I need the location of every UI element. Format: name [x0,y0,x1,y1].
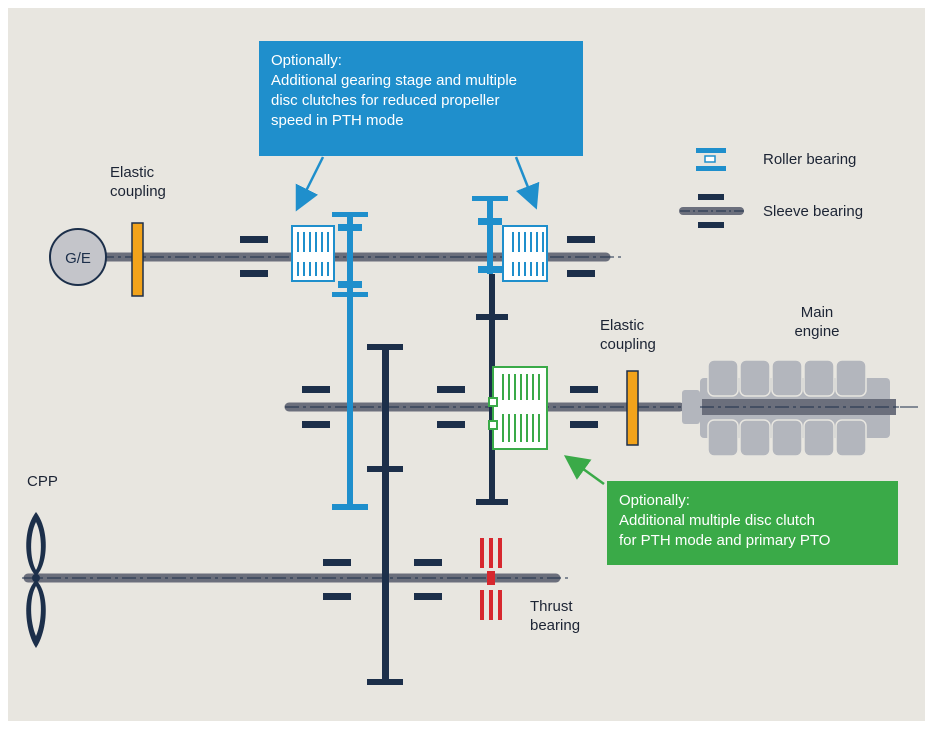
top-callout-line-1: Optionally: [271,52,342,69]
disc-clutch-right [502,225,548,282]
top-callout-line-3: disc clutches for reduced propeller [271,92,500,109]
bottom-callout-line-2: Additional multiple disc clutch [619,512,815,529]
legend-roller-label: Roller bearing [763,151,857,168]
sleeve-bearings [240,236,598,600]
main-engine-line-2: engine [794,323,840,340]
sleeve-bearing-symbol [679,194,745,228]
navy-gear-center [367,344,403,685]
top-callout-line-2: Additional gearing stage and multiple [271,72,517,89]
elastic-coupling-left-line-2: coupling [110,183,166,200]
main-engine-line-1: Main [800,304,834,321]
cpp-label: CPP [27,473,58,490]
generator-engine [49,228,107,286]
elastic-coupling-right-line-1: Elastic [600,317,645,334]
thrust-bearing-line-2: bearing [530,617,581,634]
green-disc-clutch [488,366,548,450]
bottom-callout-line-3: for PTH mode and primary PTO [619,532,831,549]
top-callout: Optionally: Additional gearing stage and… [259,41,583,156]
main-engine-label: Main engine [782,303,852,341]
top-callout-line-4: speed in PTH mode [271,112,404,129]
elastic-coupling-right-line-2: coupling [600,336,656,353]
bottom-callout-line-1: Optionally: [619,492,690,509]
cpp-propeller [26,512,46,648]
callout-arrow-left [295,156,325,212]
thrust-bearing [480,538,502,620]
elastic-coupling-left [131,222,144,297]
disc-clutch-left [291,225,335,282]
thrust-bearing-label: Thrust bearing [530,597,580,635]
main-engine [682,359,918,457]
elastic-coupling-left-line-1: Elastic [110,164,155,181]
blue-gear-left [332,212,368,510]
thrust-bearing-line-1: Thrust [530,598,573,615]
callout-arrow-right [514,156,540,210]
elastic-coupling-left-label: Elastic coupling [110,163,166,201]
bottom-callout: Optionally: Additional multiple disc clu… [607,481,898,565]
blue-gear-right [472,196,508,274]
elastic-coupling-right-label: Elastic coupling [600,316,656,354]
callout-arrow-green [563,455,605,486]
roller-bearing-symbol [696,148,726,171]
elastic-coupling-right [626,370,639,446]
ge-label: G/E [65,250,91,267]
legend-sleeve-label: Sleeve bearing [763,203,864,220]
